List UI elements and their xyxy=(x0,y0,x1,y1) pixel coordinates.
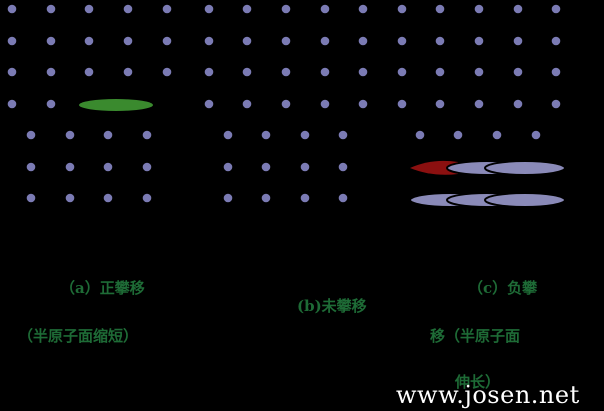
atom-dot xyxy=(320,99,330,109)
atom-dot xyxy=(103,130,113,140)
atom-dot xyxy=(103,162,113,172)
atom-dot xyxy=(338,130,348,140)
atom-dot xyxy=(474,4,484,14)
watermark-text: www.josen.net xyxy=(396,381,580,409)
atom-dot xyxy=(261,130,271,140)
panel-a-caption-line1: （a）正攀移 xyxy=(60,279,145,297)
atom-dot xyxy=(142,162,152,172)
panel-a-caption-line2: （半原子面缩短） xyxy=(18,327,139,345)
panel-c-caption-line2: 移（半原子面 xyxy=(430,327,521,345)
atom-dot xyxy=(162,67,172,77)
panel-b-caption: (b)未攀移 xyxy=(297,297,367,315)
atom-dot xyxy=(474,67,484,77)
atom-dot xyxy=(142,130,152,140)
atom-dot xyxy=(223,193,233,203)
atom-dot xyxy=(46,67,56,77)
atom-dot xyxy=(261,162,271,172)
atom-dot xyxy=(162,4,172,14)
atom-dot xyxy=(223,130,233,140)
atom-dot xyxy=(65,193,75,203)
atom-dot xyxy=(281,99,291,109)
atom-dot xyxy=(551,67,561,77)
panel-c-caption-line1: （c）负攀 xyxy=(468,279,538,297)
atom-dot xyxy=(26,130,36,140)
atom-dot xyxy=(435,4,445,14)
atom-dot xyxy=(320,67,330,77)
atom-dot xyxy=(513,4,523,14)
atom-dot xyxy=(397,67,407,77)
atom-dot xyxy=(320,36,330,46)
atom-dot xyxy=(204,99,214,109)
atom-dot xyxy=(435,36,445,46)
atom-dot xyxy=(358,99,368,109)
atom-dot xyxy=(65,130,75,140)
atom-dot xyxy=(84,36,94,46)
atom-dot xyxy=(46,99,56,109)
atom-dot xyxy=(223,162,233,172)
atom-dot xyxy=(513,36,523,46)
atom-dot xyxy=(162,36,172,46)
atom-dot xyxy=(435,99,445,109)
atom-dot xyxy=(204,36,214,46)
atom-dot xyxy=(204,4,214,14)
atom-dot xyxy=(320,4,330,14)
atom-dot xyxy=(300,162,310,172)
atom-dot xyxy=(435,67,445,77)
atom-dot xyxy=(123,36,133,46)
atom-dot xyxy=(397,99,407,109)
atom-lattice xyxy=(7,4,561,203)
atom-dot xyxy=(242,99,252,109)
atom-dot xyxy=(281,67,291,77)
atom-dot xyxy=(531,130,541,140)
atom-dot xyxy=(513,99,523,109)
atom-dot xyxy=(397,36,407,46)
atom-dot xyxy=(204,67,214,77)
atom-dot xyxy=(358,67,368,77)
atom-dot xyxy=(551,36,561,46)
atom-dot xyxy=(492,130,502,140)
atom-dot xyxy=(300,193,310,203)
climb-marks xyxy=(79,99,566,208)
atom-dot xyxy=(103,193,113,203)
atom-dot xyxy=(453,130,463,140)
atom-dot xyxy=(358,36,368,46)
atom-dot xyxy=(7,36,17,46)
atom-dot xyxy=(551,99,561,109)
atom-dot xyxy=(26,162,36,172)
atom-dot xyxy=(397,4,407,14)
atom-dot xyxy=(338,193,348,203)
atom-dot xyxy=(123,4,133,14)
atom-dot xyxy=(7,99,17,109)
atom-dot xyxy=(474,99,484,109)
negative-climb-red-marker xyxy=(410,160,458,175)
atom-dot xyxy=(46,36,56,46)
atom-dot xyxy=(242,67,252,77)
atom-dot xyxy=(513,67,523,77)
atom-dot xyxy=(84,4,94,14)
atom-dot xyxy=(551,4,561,14)
panel-c-caption-line3: 伸长） xyxy=(455,373,501,391)
atom-dot xyxy=(123,67,133,77)
atom-dot xyxy=(46,4,56,14)
atom-dot xyxy=(65,162,75,172)
atom-dot xyxy=(7,67,17,77)
atom-dot xyxy=(358,4,368,14)
atom-dot xyxy=(300,130,310,140)
atom-dot xyxy=(7,4,17,14)
atom-dot xyxy=(142,193,152,203)
atom-dot xyxy=(84,67,94,77)
atom-dot xyxy=(26,193,36,203)
atom-dot xyxy=(474,36,484,46)
atom-dot xyxy=(281,36,291,46)
atom-dot xyxy=(415,130,425,140)
atom-dot xyxy=(261,193,271,203)
atom-dot xyxy=(338,162,348,172)
atom-dot xyxy=(242,4,252,14)
negative-climb-ellipse xyxy=(484,192,566,208)
positive-climb-marker xyxy=(79,99,153,111)
atom-dot xyxy=(242,36,252,46)
negative-climb-ellipse xyxy=(484,160,566,176)
atom-dot xyxy=(281,4,291,14)
